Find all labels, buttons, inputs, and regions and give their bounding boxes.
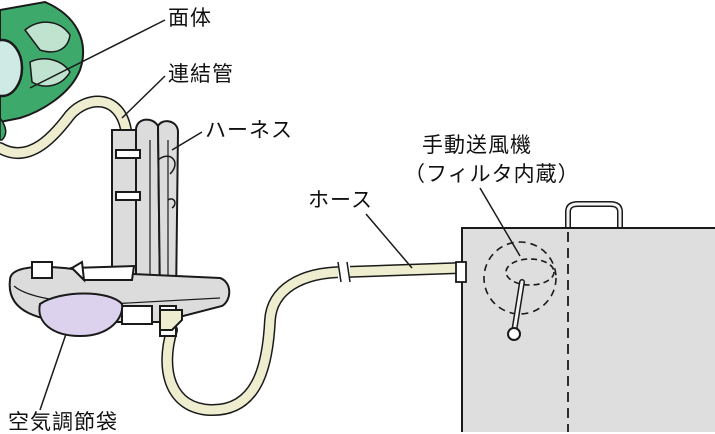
label-hose: ホース — [308, 188, 373, 212]
waist-belt — [8, 260, 231, 337]
label-mask: 面体 — [168, 6, 212, 30]
air-bag — [38, 292, 124, 411]
label-filter-builtin: （フィルタ内蔵） — [404, 162, 580, 186]
blower-crank-handle — [507, 327, 521, 341]
mask-lens — [0, 38, 24, 98]
label-air-bag: 空気調節袋 — [8, 410, 118, 434]
label-harness: ハーネス — [205, 118, 293, 142]
leader-lines — [29, 19, 521, 269]
mask — [0, 0, 85, 141]
label-connecting-tube: 連結管 — [168, 62, 234, 86]
connecting-tube — [0, 95, 134, 306]
blower-filter — [505, 258, 555, 286]
blower-box — [455, 201, 715, 432]
blower-fan-housing — [483, 241, 557, 315]
hose — [161, 261, 466, 417]
label-manual-blower: 手動送風機 — [422, 133, 532, 157]
